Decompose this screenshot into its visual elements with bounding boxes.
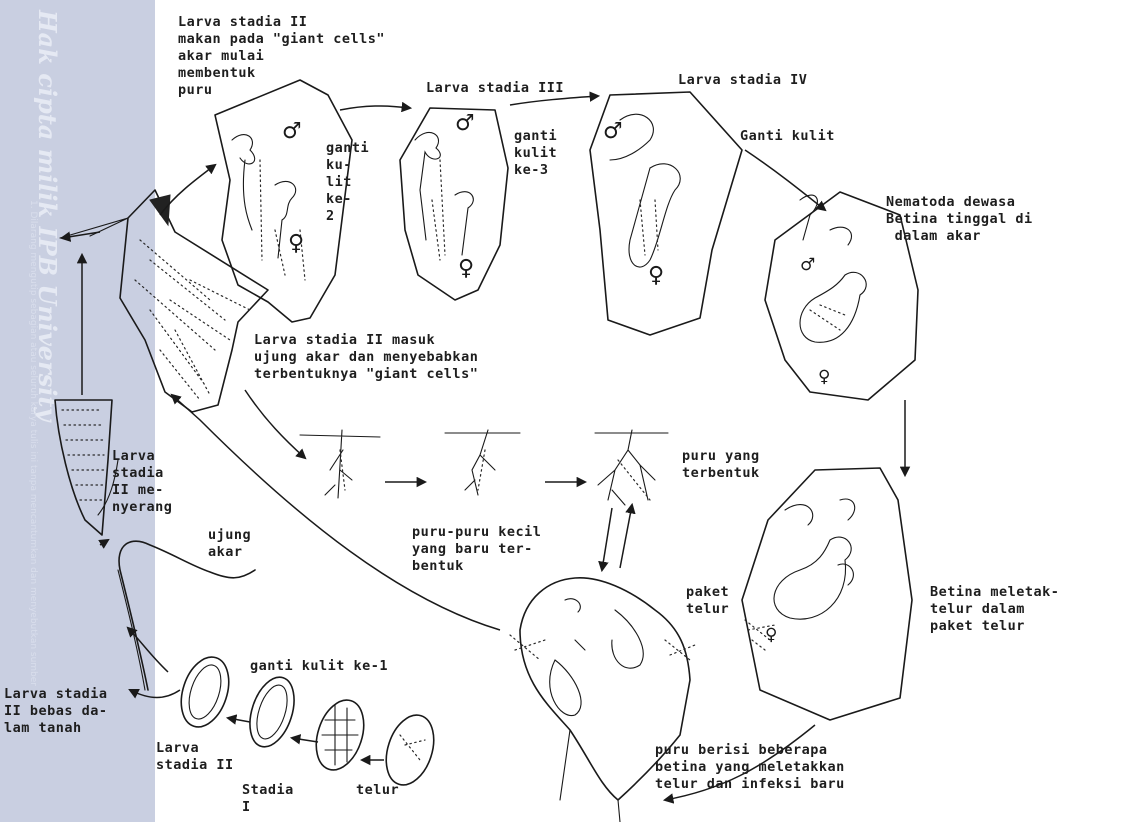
label-larva4: Larva stadia IV bbox=[678, 72, 807, 89]
cell-female-laying: ♀ bbox=[742, 468, 912, 720]
label-larva3: Larva stadia III bbox=[426, 80, 564, 97]
svg-text:♀: ♀ bbox=[648, 263, 664, 288]
svg-text:♀: ♀ bbox=[818, 367, 830, 387]
label-egg: telur bbox=[356, 782, 399, 799]
label-egg-packet: paket telur bbox=[686, 584, 729, 618]
root-tip-invaded bbox=[60, 190, 268, 412]
label-root-tip: ujung akar bbox=[208, 527, 251, 561]
label-stage1: Stadia I bbox=[242, 782, 294, 816]
free-larva bbox=[118, 541, 255, 690]
label-gall-females: puru berisi beberapa betina yang meletak… bbox=[655, 742, 845, 793]
svg-text:♀: ♀ bbox=[765, 625, 777, 645]
svg-text:♂: ♂ bbox=[455, 111, 475, 136]
svg-text:♂: ♂ bbox=[800, 255, 815, 275]
label-female-lays: Betina meletak- telur dalam paket telur bbox=[930, 584, 1059, 635]
label-molt-3: ganti kulit ke-3 bbox=[514, 128, 557, 179]
label-small-galls: puru-puru kecil yang baru ter- bentuk bbox=[412, 524, 541, 575]
label-molt-1: ganti kulit ke-1 bbox=[250, 658, 388, 675]
label-galls-formed: puru yang terbentuk bbox=[682, 448, 760, 482]
label-larva2-free: Larva stadia II bebas da- lam tanah bbox=[4, 686, 108, 737]
cycle-arrows bbox=[82, 96, 905, 800]
root-galls-small bbox=[300, 430, 668, 505]
svg-text:♀: ♀ bbox=[288, 231, 304, 256]
label-larva2-feeding: Larva stadia II makan pada "giant cells"… bbox=[178, 14, 385, 99]
label-larva2-stage: Larva stadia II bbox=[156, 740, 234, 774]
label-molt-4: Ganti kulit bbox=[740, 128, 835, 145]
label-adult-nematode: Nematoda dewasa Betina tinggal di dalam … bbox=[886, 194, 1033, 245]
svg-text:♂: ♂ bbox=[282, 119, 302, 144]
label-larva2-enter: Larva stadia II masuk ujung akar dan men… bbox=[254, 332, 478, 383]
cell-larva-stage3: ♂ ♀ bbox=[400, 108, 508, 300]
cell-larva-stage4: ♂ ♀ bbox=[590, 92, 742, 335]
larva-attacking-root bbox=[55, 400, 118, 535]
svg-text:♂: ♂ bbox=[603, 119, 623, 144]
svg-text:♀: ♀ bbox=[458, 256, 474, 281]
label-molt-2: ganti ku- lit ke- 2 bbox=[326, 140, 369, 225]
label-larva2-attack: Larva stadia II me- nyerang bbox=[112, 448, 172, 516]
